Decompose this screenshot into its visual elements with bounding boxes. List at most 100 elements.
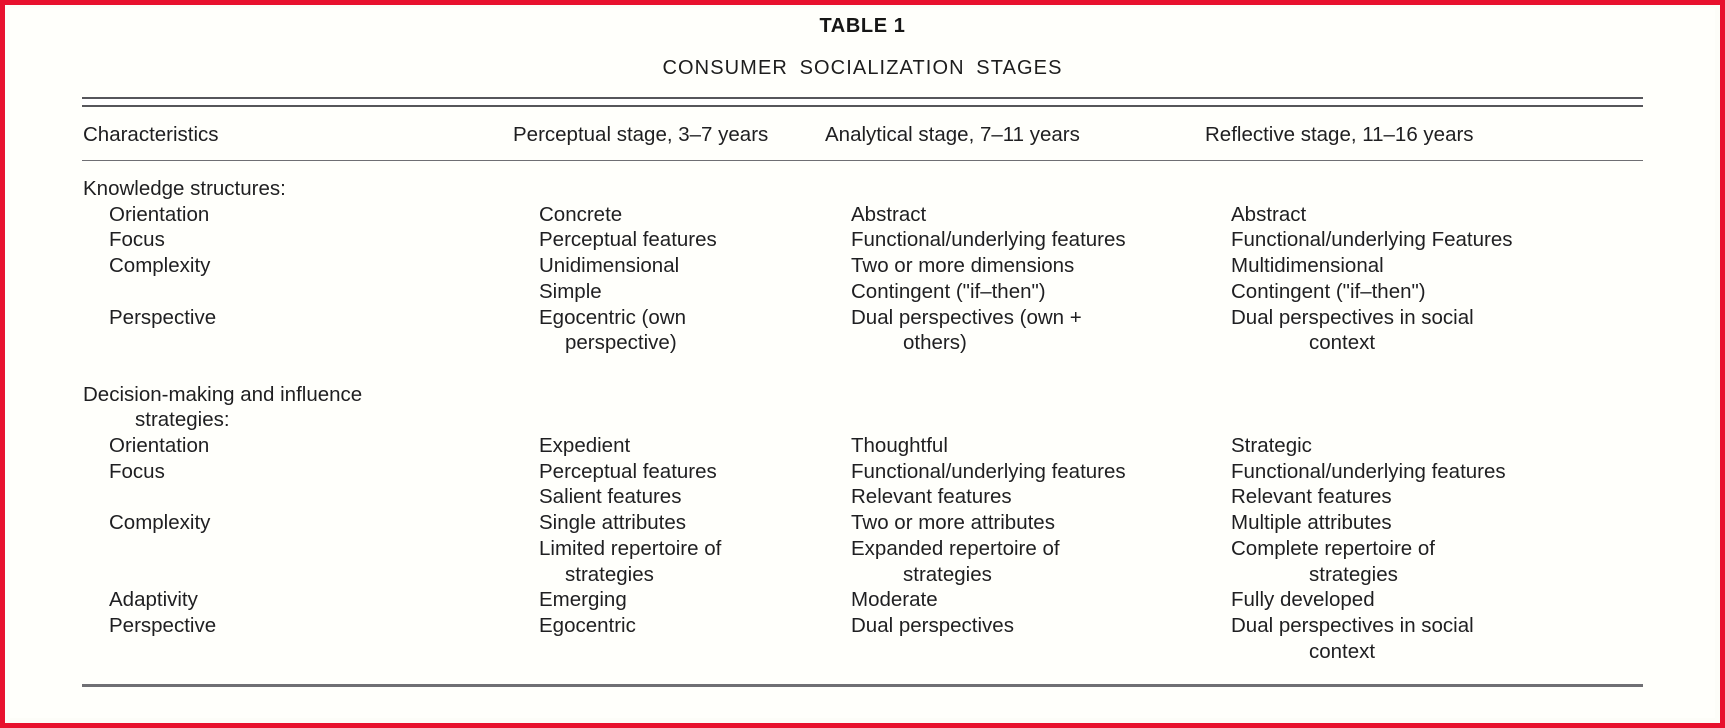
cell-analytical — [877, 407, 1257, 433]
cell-characteristic — [82, 536, 539, 562]
cell-analytical: Two or more dimensions — [851, 254, 1075, 278]
table-number-heading: TABLE 1 — [819, 15, 906, 37]
cell-analytical: Expanded repertoire of — [851, 536, 1060, 560]
cell-perceptual: Concrete — [539, 202, 623, 226]
cell-characteristic: Perspective — [109, 305, 217, 329]
cell-perceptual: perspective) — [565, 331, 677, 355]
table-page: TABLE 1 CONSUMER SOCIALIZATION STAGES Ch… — [10, 8, 1715, 718]
cell-perceptual: Perceptual features — [539, 459, 717, 483]
table-row: Orientation Concrete Abstract Abstract — [82, 202, 1643, 228]
cell-reflective: Multiple attributes — [1231, 511, 1392, 535]
cell-characteristic: Orientation — [109, 434, 210, 458]
cell-analytical: Functional/underlying features — [851, 459, 1126, 483]
cell-reflective — [1257, 407, 1657, 433]
column-header-analytical-stage: Analytical stage, 7–11 years — [825, 123, 1080, 146]
cell-perceptual: Single attributes — [539, 511, 687, 535]
cell-perceptual — [513, 176, 825, 202]
cell-perceptual — [539, 639, 877, 665]
cell-analytical: Contingent ("if–then") — [851, 279, 1046, 303]
cell-reflective: Relevant features — [1231, 485, 1392, 509]
table-row: Adaptivity Emerging Moderate Fully develope… — [82, 587, 1643, 613]
cell-characteristic: Decision-making and influence — [83, 382, 363, 406]
header-top-double-rule — [82, 97, 1643, 107]
cell-analytical: Relevant features — [851, 485, 1012, 509]
cell-perceptual: Salient features — [539, 485, 682, 509]
cell-reflective: Functional/underlying features — [1231, 459, 1506, 483]
table-row: Complexity Unidimensional Two or more dime… — [82, 253, 1643, 279]
cell-reflective: Complete repertoire of — [1231, 536, 1435, 560]
cell-characteristic — [82, 279, 539, 305]
cell-reflective: context — [1309, 639, 1376, 663]
cell-characteristic: Complexity — [109, 254, 211, 278]
cell-analytical: strategies — [903, 562, 992, 586]
table-bottom-rule — [82, 684, 1643, 688]
cell-perceptual — [565, 407, 877, 433]
cell-perceptual: Expedient — [539, 434, 631, 458]
cell-analytical: Functional/underlying features — [851, 228, 1126, 252]
cell-reflective — [1205, 382, 1605, 408]
cell-perceptual — [513, 382, 825, 408]
row-spacer — [82, 356, 1643, 382]
table-body: Knowledge structures: Orientation Concret… — [82, 161, 1643, 664]
column-header-characteristics: Characteristics — [83, 123, 219, 146]
table-row: perspective) others) context — [82, 330, 1643, 356]
cell-perceptual: Unidimensional — [539, 254, 680, 278]
cell-analytical: Moderate — [851, 588, 938, 612]
table-row: Perspective Egocentric (own Dual perspecti… — [82, 305, 1643, 331]
cell-reflective: Functional/underlying Features — [1231, 228, 1513, 252]
cell-characteristic — [82, 484, 539, 510]
table-row: Decision-making and influence — [82, 382, 1643, 408]
header-bottom-rule — [82, 160, 1643, 161]
cell-perceptual: Limited repertoire of — [539, 536, 722, 560]
table-row: Salient features Relevant features Relevan… — [82, 484, 1643, 510]
cell-reflective: Abstract — [1231, 202, 1307, 226]
table-row: Orientation Expedient Thoughtful Strategic — [82, 433, 1643, 459]
cell-characteristic: Complexity — [109, 511, 211, 535]
table-row: Simple Contingent ("if–then") Contingent (… — [82, 279, 1643, 305]
table-row: Focus Perceptual features Functional/under… — [82, 459, 1643, 485]
cell-analytical — [825, 382, 1205, 408]
table-row: Complexity Single attributes Two or more a… — [82, 510, 1643, 536]
column-header-perceptual-stage: Perceptual stage, 3–7 years — [513, 123, 769, 146]
cell-perceptual: Emerging — [539, 588, 627, 612]
cell-analytical: Dual perspectives (own + — [851, 305, 1082, 329]
cell-reflective: context — [1309, 331, 1376, 355]
cell-analytical: Two or more attributes — [851, 511, 1055, 535]
cell-characteristic: Perspective — [109, 613, 217, 637]
cell-characteristic — [82, 562, 539, 588]
cell-analytical: Abstract — [851, 202, 927, 226]
cell-reflective — [1205, 176, 1605, 202]
cell-analytical: others) — [903, 331, 967, 355]
cell-analytical: Thoughtful — [851, 434, 948, 458]
cell-perceptual: Egocentric — [539, 613, 636, 637]
table-row: Knowledge structures: — [82, 176, 1643, 202]
cell-analytical — [877, 639, 1283, 665]
table-row: Limited repertoire of Expanded repertoire… — [82, 536, 1643, 562]
cell-reflective: strategies — [1309, 562, 1398, 586]
cell-reflective: Fully developed — [1231, 588, 1375, 612]
table-row: strategies: — [82, 407, 1643, 433]
cell-reflective: Strategic — [1231, 434, 1312, 458]
cell-characteristic — [82, 330, 539, 356]
cell-characteristic — [82, 639, 539, 665]
cell-perceptual: Simple — [539, 279, 602, 303]
cell-characteristic: Adaptivity — [109, 588, 198, 612]
cell-reflective: Dual perspectives in social — [1231, 613, 1474, 637]
cell-characteristic: Focus — [109, 459, 165, 483]
cell-characteristic: Orientation — [109, 202, 210, 226]
cell-characteristic: strategies: — [135, 408, 230, 432]
cell-perceptual: Egocentric (own — [539, 305, 686, 329]
cell-characteristic: Focus — [109, 228, 165, 252]
column-header-reflective-stage: Reflective stage, 11–16 years — [1205, 123, 1474, 146]
cell-characteristic: Knowledge structures: — [83, 177, 286, 200]
cell-reflective: Multidimensional — [1231, 254, 1384, 278]
cell-reflective: Dual perspectives in social — [1231, 305, 1474, 329]
cell-reflective: Contingent ("if–then") — [1231, 279, 1426, 303]
table-caption: CONSUMER SOCIALIZATION STAGES — [662, 57, 1063, 79]
cell-perceptual: strategies — [565, 562, 654, 586]
table-row: strategies strategies strategies — [82, 562, 1643, 588]
table-row: context — [82, 639, 1643, 665]
